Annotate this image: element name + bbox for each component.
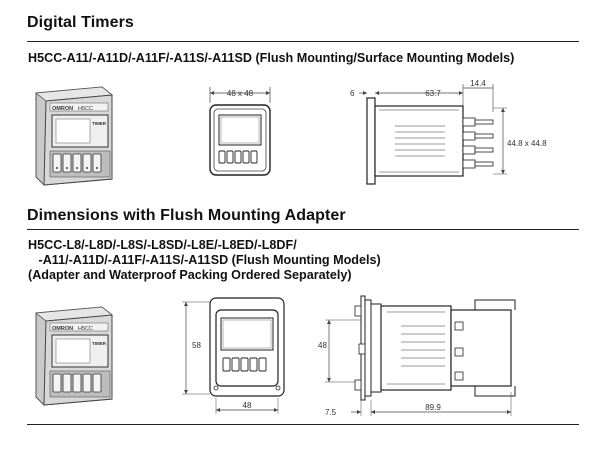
model-label-2: H5CC xyxy=(78,326,93,332)
bottom-rule xyxy=(27,424,579,425)
side-left-dim-2: 7.5 xyxy=(325,408,337,417)
side-view-2: 48 7.5 89.9 xyxy=(318,295,516,417)
section2-title: Dimensions with Flush Mounting Adapter xyxy=(27,207,346,224)
front-height-dim-2: 58 xyxy=(192,341,201,350)
product-photo-1: OMRON H5CC TIMER xyxy=(34,86,114,186)
model-label: H5CC xyxy=(78,106,93,112)
section1-title: Digital Timers xyxy=(27,14,134,31)
section2-models-line2: -A11/-A11D/-A11F/-A11S/-A11SD (Flush Mou… xyxy=(28,253,381,267)
brand-label: OMRON xyxy=(52,106,73,112)
front-width-dim-1: 48 x 48 xyxy=(227,89,254,98)
side-height-dim-1: 44.8 x 44.8 xyxy=(507,139,547,148)
timer-badge-2: TIMER xyxy=(92,341,107,346)
section2-models-line3: (Adapter and Waterproof Packing Ordered … xyxy=(28,268,352,282)
front-view-2: 58 48 xyxy=(182,297,285,414)
front-width-dim-2: 48 xyxy=(243,401,252,410)
brand-label-2: OMRON xyxy=(52,326,73,332)
side-view-1: 6 63.7 14.4 44.8 x 44.8 xyxy=(350,79,547,185)
side-depth-dim-1: 63.7 xyxy=(425,89,441,98)
side-height-dim-2: 48 xyxy=(318,341,327,350)
front-view-1: 48 x 48 xyxy=(209,87,271,176)
section1-rule xyxy=(27,41,579,42)
timer-badge: TIMER xyxy=(92,121,107,126)
side-left-dim-1: 6 xyxy=(350,89,355,98)
section2-models-line1: H5CC-L8/-L8D/-L8S/-L8SD/-L8E/-L8ED/-L8DF… xyxy=(28,238,297,252)
section1-models: H5CC-A11/-A11D/-A11F/-A11S/-A11SD (Flush… xyxy=(28,51,515,65)
product-photo-2: OMRON H5CC TIMER xyxy=(34,306,114,406)
side-right-dim-1: 14.4 xyxy=(470,79,486,88)
side-depth-dim-2: 89.9 xyxy=(425,403,441,412)
section2-rule xyxy=(27,229,579,230)
